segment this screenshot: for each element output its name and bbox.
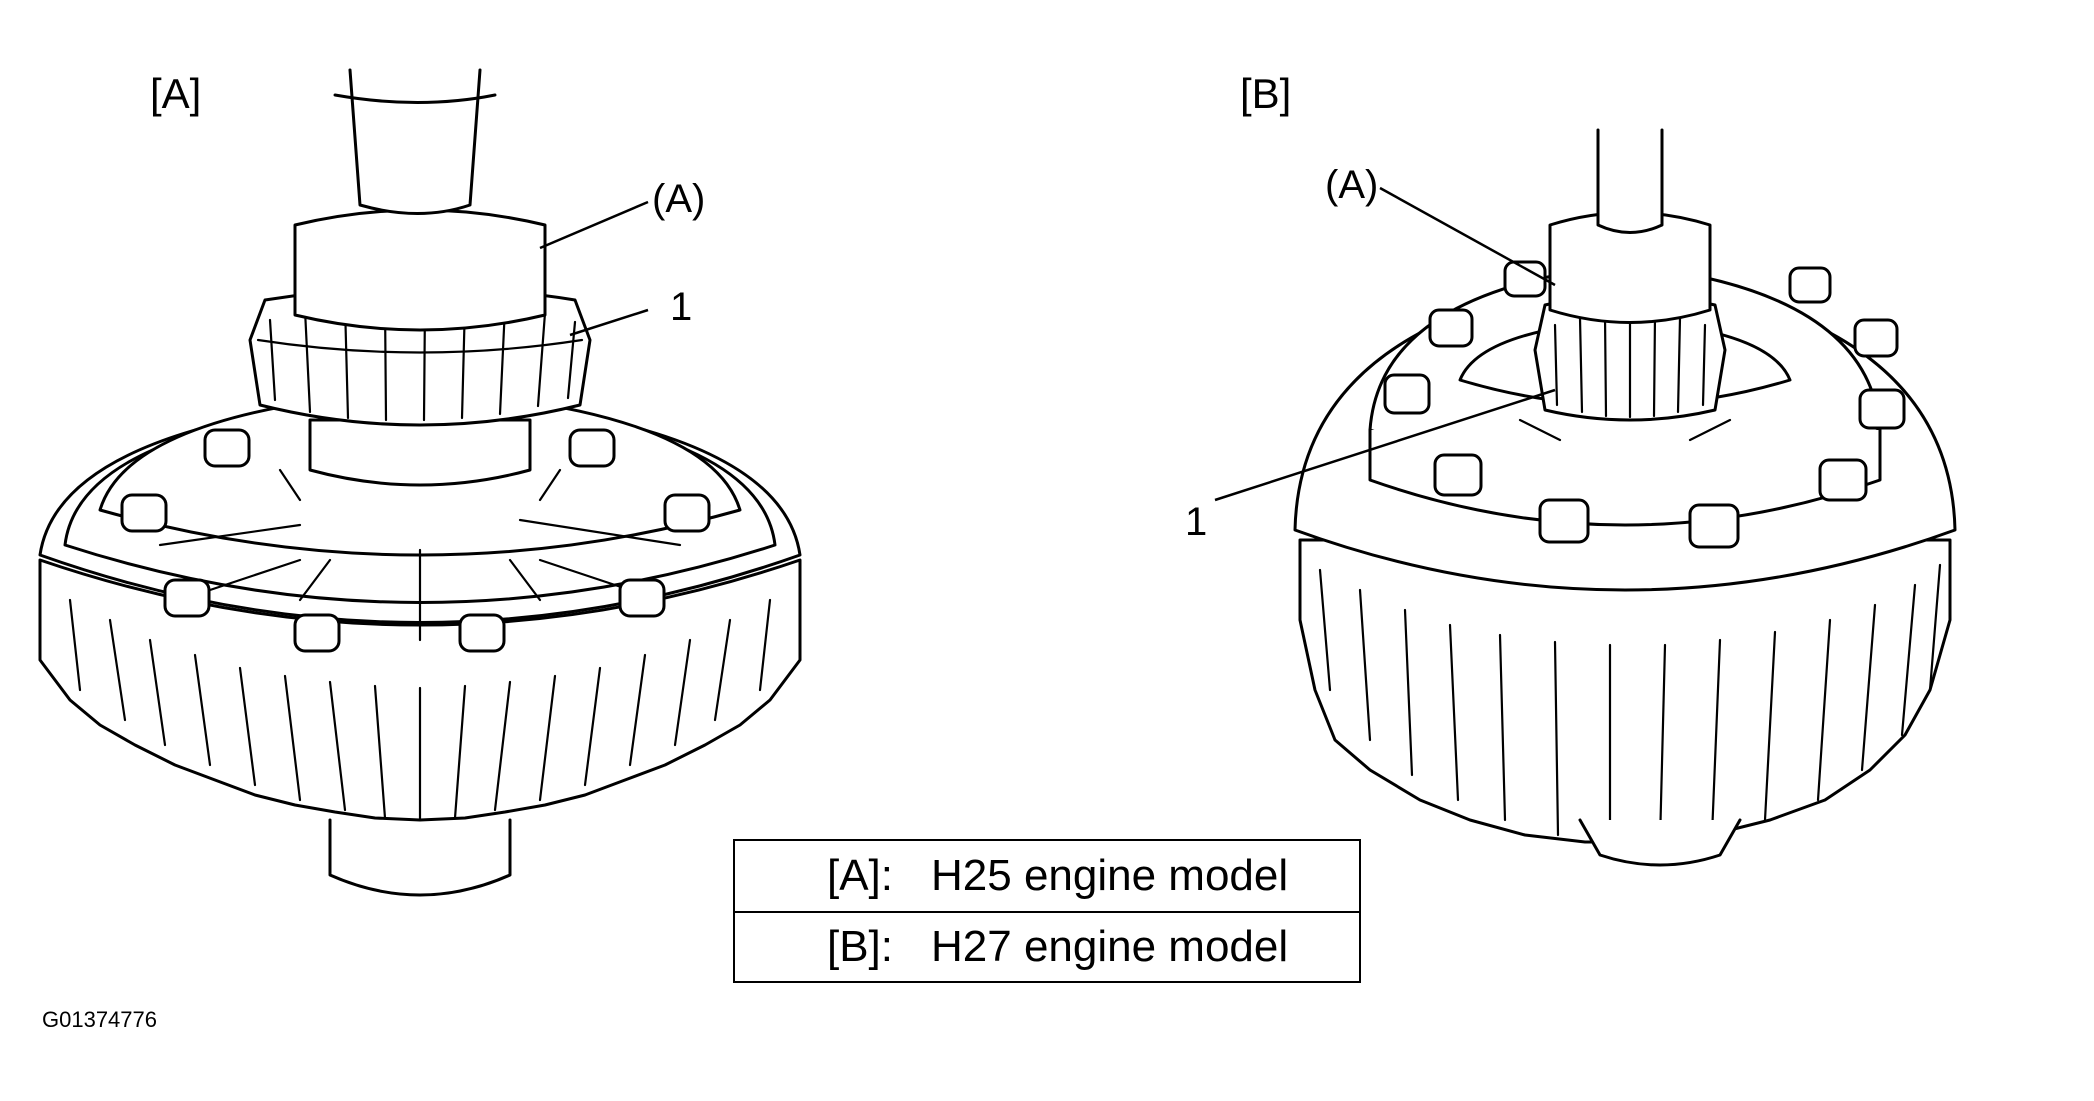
- legend-table: [A]: H25 engine model [B]: H27 engine mo…: [733, 839, 1361, 983]
- tool-b-installer: [1548, 128, 1712, 324]
- panel-a-tool-label: (A): [652, 177, 705, 221]
- bearing-b: [1533, 293, 1727, 422]
- legend-key-b: [B]:: [826, 922, 893, 971]
- panel-b-drawing: [1293, 128, 1957, 867]
- legend-text-b: H27 engine model: [931, 922, 1289, 971]
- panel-a-drawing: [38, 68, 802, 897]
- ring-gear-teeth-a: [68, 598, 772, 822]
- legend-row-a: [A]: H25 engine model: [735, 841, 1359, 911]
- figure-id: G01374776: [42, 1007, 157, 1032]
- tool-a-installer: [293, 68, 547, 332]
- legend-row-b: [B]: H27 engine model: [735, 911, 1359, 981]
- ring-gear-teeth-b: [1318, 563, 1942, 844]
- panel-b-tool-label: (A): [1325, 163, 1378, 207]
- panel-b-tag: [B]: [1240, 70, 1291, 117]
- case-bolts-b: [1383, 260, 1906, 549]
- leader-tool-b: [1379, 186, 1556, 287]
- panel-b-part-label: 1: [1185, 500, 1207, 544]
- leader-bearing-b: [1214, 388, 1556, 502]
- leader-bearing-a: [569, 308, 649, 337]
- legend-text-a: H25 engine model: [931, 851, 1289, 900]
- legend-key-a: [A]:: [826, 851, 893, 900]
- panel-a-part-label: 1: [670, 285, 692, 329]
- leader-tool-a: [539, 200, 649, 250]
- case-bolts-a: [120, 428, 711, 653]
- panel-a-tag: [A]: [150, 70, 201, 117]
